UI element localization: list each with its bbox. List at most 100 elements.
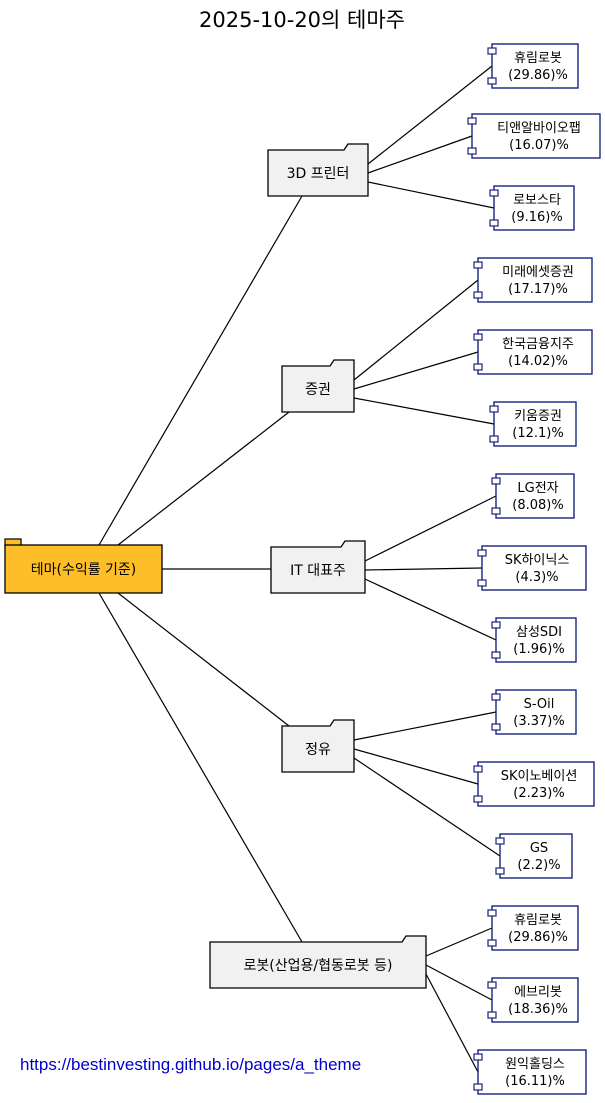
stock-port-top <box>491 621 501 629</box>
stock-name: 한국금융지주 <box>502 337 574 352</box>
stock-return: (29.86)% <box>508 68 568 83</box>
stock-name: GS <box>530 841 548 856</box>
edge-theme-to-stock <box>364 578 497 641</box>
stock-port-top <box>477 549 487 557</box>
theme-node: 정유 <box>281 719 355 773</box>
stock-node: 로보스타(9.16)% <box>489 185 575 231</box>
theme-node: 로봇(산업용/협동로봇 등) <box>209 935 427 989</box>
stock-name: 티앤알바이오팹 <box>497 121 581 136</box>
edge-theme-to-stock <box>367 65 493 165</box>
stock-box <box>493 185 575 231</box>
stock-box <box>495 473 575 519</box>
theme-label: 로봇(산업용/협동로봇 등) <box>244 958 393 974</box>
theme-folder-shape <box>267 143 369 197</box>
edge-theme-to-stock <box>353 757 501 857</box>
stock-box <box>495 617 577 663</box>
stock-box <box>499 833 573 879</box>
edge-theme-to-stock <box>353 397 495 425</box>
stock-name: 미래에셋증권 <box>502 265 574 280</box>
theme-folder-shape <box>281 719 355 773</box>
stock-box <box>481 545 587 591</box>
stock-box <box>471 113 601 159</box>
stock-box <box>477 1049 587 1095</box>
stock-port-bottom <box>491 651 501 659</box>
stock-return: (3.37)% <box>513 714 564 729</box>
stock-node: 키움증권(12.1)% <box>489 401 577 447</box>
stock-node: 에브리봇(18.36)% <box>487 977 579 1023</box>
stock-port-top <box>489 189 499 197</box>
stock-box <box>493 401 577 447</box>
edge-theme-to-stock <box>364 567 483 571</box>
stock-return: (16.11)% <box>505 1074 565 1089</box>
edge-root-to-theme <box>117 592 290 727</box>
footer-link[interactable]: https://bestinvesting.github.io/pages/a_… <box>20 1055 361 1074</box>
theme-node: IT 대표주 <box>270 540 366 594</box>
stock-port-bottom <box>487 77 497 85</box>
theme-node: 3D 프린터 <box>267 143 369 197</box>
edge-theme-to-stock <box>353 351 479 390</box>
stock-port-bottom <box>487 939 497 947</box>
stock-box <box>477 761 595 807</box>
diagram-title: 2025-10-20의 테마주 <box>199 8 405 32</box>
stock-port-bottom <box>491 723 501 731</box>
stock-port-bottom <box>487 1011 497 1019</box>
stock-return: (2.23)% <box>513 786 564 801</box>
stock-name: S-Oil <box>524 697 555 712</box>
stock-node: 미래에셋증권 (17.17)% <box>473 257 593 303</box>
theme-label: 정유 <box>305 742 331 758</box>
footer-link-text[interactable]: https://bestinvesting.github.io/pages/a_… <box>20 1055 361 1074</box>
stock-port-top <box>487 909 497 917</box>
stock-name: 에브리봇 <box>514 985 562 1000</box>
stock-name: 로보스타 <box>513 193 561 208</box>
stock-port-bottom <box>477 579 487 587</box>
root-label: 테마(수익률 기준) <box>31 562 137 578</box>
stock-port-top <box>489 405 499 413</box>
stock-port-bottom <box>489 435 499 443</box>
theme-node: 증권 <box>281 359 355 413</box>
edge-root-to-theme <box>117 411 290 546</box>
theme-label: 3D 프린터 <box>287 166 350 182</box>
theme-label: IT 대표주 <box>290 563 346 579</box>
stock-name: 휴림로봇 <box>514 51 562 66</box>
stock-node: SK이노베이션 (2.23)% <box>473 761 595 807</box>
stock-return: (16.07)% <box>509 138 569 153</box>
stock-name: SK이노베이션 <box>501 769 578 784</box>
edge-theme-to-stock <box>425 964 493 1001</box>
nodes: 테마(수익률 기준) 3D 프린터 휴림로봇 (29.86)% 티앤알바이오팹 (16.0… <box>4 43 601 1095</box>
edge-root-to-theme <box>98 592 303 943</box>
stock-node: S-Oil (3.37)% <box>491 689 577 735</box>
stock-return: (29.86)% <box>508 930 568 945</box>
stock-name: LG전자 <box>517 481 558 496</box>
stock-port-bottom <box>467 147 477 155</box>
stock-name: 삼성SDI <box>516 625 562 640</box>
stock-port-top <box>491 477 501 485</box>
stock-name: 원익홀딩스 <box>505 1057 565 1072</box>
stock-box <box>491 977 579 1023</box>
stock-return: (8.08)% <box>512 498 563 513</box>
edge-theme-to-stock <box>367 135 473 174</box>
stock-port-top <box>473 333 483 341</box>
edge-theme-to-stock <box>353 711 497 741</box>
stock-name: SK하이닉스 <box>505 553 570 568</box>
edges <box>98 65 501 1073</box>
theme-folder-shape <box>281 359 355 413</box>
edge-theme-to-stock <box>425 927 493 957</box>
stock-return: (12.1)% <box>512 426 563 441</box>
stock-return: (17.17)% <box>508 282 568 297</box>
edge-theme-to-stock <box>353 748 479 785</box>
stock-port-top <box>491 693 501 701</box>
stock-box <box>491 43 579 89</box>
root-theme-node: 테마(수익률 기준) <box>4 538 163 594</box>
stock-return: (14.02)% <box>508 354 568 369</box>
stock-port-top <box>487 47 497 55</box>
stock-box <box>477 329 593 375</box>
stock-node: 삼성SDI(1.96)% <box>491 617 577 663</box>
stock-port-top <box>495 837 505 845</box>
edge-theme-to-stock <box>353 279 479 381</box>
stock-port-bottom <box>473 795 483 803</box>
stock-box <box>491 905 579 951</box>
edge-root-to-theme <box>98 195 303 546</box>
stock-box <box>477 257 593 303</box>
stock-port-top <box>467 117 477 125</box>
